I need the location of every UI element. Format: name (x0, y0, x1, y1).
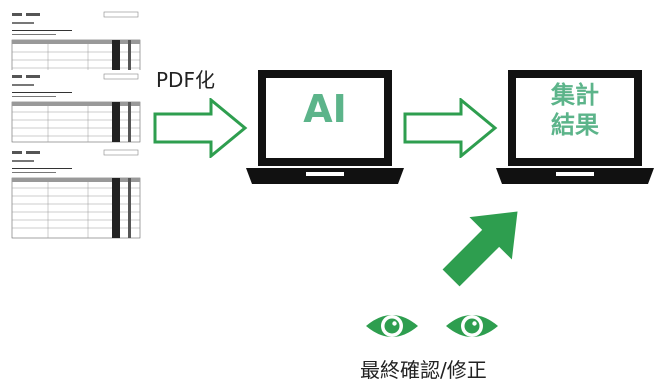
laptop-ai-icon (246, 70, 404, 184)
document-page-2 (8, 70, 142, 146)
document-page-3 (8, 146, 142, 240)
arrow-right-icon (153, 98, 248, 158)
result-screen-text: 集計 結果 (516, 80, 634, 140)
ai-screen-text: AI (303, 87, 347, 131)
eye-icon-right (446, 315, 498, 337)
eye-icon-left (366, 315, 418, 337)
eyes-icon (366, 315, 498, 337)
document-pages-icon (8, 8, 142, 240)
result-line-1: 集計 (551, 81, 599, 109)
arrow-up-right-icon (442, 211, 518, 287)
result-line-2: 結果 (551, 111, 599, 139)
pdf-label: PDF化 (156, 68, 215, 92)
arrow-right-icon-2 (403, 98, 498, 158)
review-label: 最終確認/修正 (360, 358, 487, 382)
document-page-1 (8, 8, 142, 78)
laptop-result-icon (496, 70, 654, 184)
